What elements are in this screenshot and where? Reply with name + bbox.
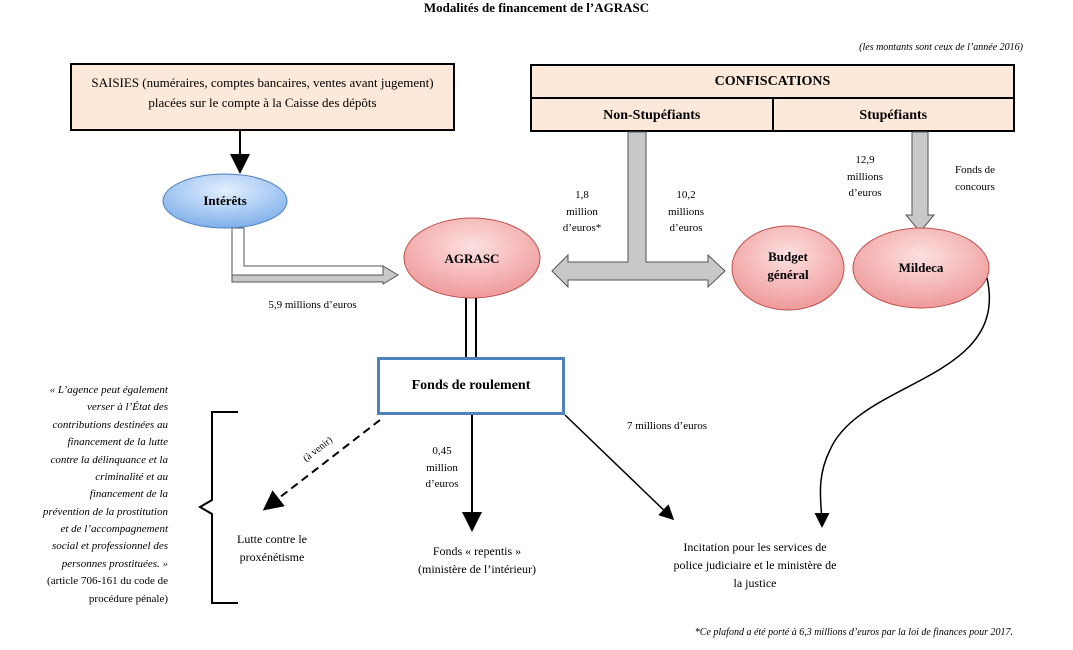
quote-line: social et professionnel des bbox=[52, 540, 168, 553]
amount-line: 12,9 bbox=[855, 154, 875, 166]
amount-line: million bbox=[426, 461, 458, 474]
quote-line: personnes prostituées. » bbox=[61, 557, 168, 570]
quote-line: financement de la bbox=[89, 488, 168, 501]
arrow-non-stup-split bbox=[551, 131, 726, 289]
budget-label: Budget général bbox=[732, 248, 844, 284]
non-stupefiants-cell: Non-Stupéfiants bbox=[532, 99, 774, 132]
quote-line: criminalité et au bbox=[95, 470, 168, 483]
quote-line: verser à l’État des bbox=[87, 401, 168, 414]
amount-line: 10,2 bbox=[676, 189, 696, 201]
label-line: concours bbox=[955, 180, 995, 193]
label-line: Incitation pour les services de bbox=[683, 540, 827, 554]
agrasc-label: AGRASC bbox=[444, 251, 500, 266]
amount-repentis: 0,45 million d’euros bbox=[410, 443, 474, 493]
amount-mildeca: 12,9 millions d’euros bbox=[835, 152, 895, 202]
fonds-concours-label: Fonds de concours bbox=[942, 162, 1008, 195]
amount-interets: 5,9 millions d’euros bbox=[268, 299, 357, 311]
interets-node bbox=[162, 173, 288, 229]
agrasc-node bbox=[403, 217, 541, 299]
dest-repentis: Fonds « repentis » (ministère de l’intér… bbox=[392, 542, 562, 578]
dest-proxenetisme: Lutte contre le proxénétisme bbox=[222, 530, 322, 566]
label-line: Lutte contre le bbox=[237, 532, 307, 546]
stupefiants-cell: Stupéfiants bbox=[859, 108, 928, 123]
arrow-incitation bbox=[564, 414, 675, 521]
amount-agrasc: 1,8 million d’euros* bbox=[556, 187, 608, 237]
amount-line: million bbox=[566, 205, 598, 218]
label-line: police judiciaire et le ministère de bbox=[673, 558, 837, 572]
diagram-title: Modalités de financement de l’AGRASC bbox=[423, 0, 650, 15]
label-line: (ministère de l’intérieur) bbox=[418, 562, 536, 576]
quote-line: contre la délinquance et la bbox=[50, 453, 168, 466]
mildeca-node bbox=[852, 227, 990, 309]
quote-line: contributions destinées au bbox=[52, 418, 169, 431]
amount-line: d’euros bbox=[848, 187, 882, 199]
legal-quote: « L’agence peut également verser à l’Éta… bbox=[4, 382, 168, 608]
budget-node bbox=[731, 225, 845, 311]
arrow-interets-agrasc bbox=[231, 228, 399, 285]
quote-brace bbox=[198, 411, 238, 604]
quote-line: procédure pénale) bbox=[88, 592, 168, 605]
dest-incitation: Incitation pour les services de police j… bbox=[640, 538, 870, 592]
quote-line: financement de la lutte bbox=[67, 436, 169, 449]
budget-line-1: Budget bbox=[768, 249, 808, 264]
amount-budget: 10,2 millions d’euros bbox=[655, 187, 717, 237]
amount-line: 1,8 bbox=[575, 189, 589, 201]
quote-line: prévention de la prostitution bbox=[42, 505, 168, 518]
amount-line: d’euros bbox=[669, 222, 703, 234]
year-note: (les montants sont ceux de l’année 2016) bbox=[859, 42, 1023, 53]
amount-line: millions bbox=[667, 205, 705, 218]
arrow-proxenetisme bbox=[262, 419, 381, 511]
amount-line: d’euros bbox=[425, 478, 459, 490]
confiscations-header: CONFISCATIONS bbox=[532, 66, 1013, 99]
footnote: *Ce plafond a été porté à 6,3 millions d… bbox=[694, 627, 1013, 638]
quote-line: (article 706-161 du code de bbox=[47, 575, 168, 588]
arrow-mildeca-incitation bbox=[814, 277, 990, 528]
arrow-stup-mildeca bbox=[904, 131, 936, 233]
seizures-box: SAISIES (numéraires, comptes bancaires, … bbox=[70, 63, 455, 131]
amount-line: d’euros* bbox=[562, 222, 602, 234]
label-line: proxénétisme bbox=[239, 550, 305, 564]
interets-label: Intérêts bbox=[203, 193, 247, 208]
confiscations-box: CONFISCATIONS Non-Stupéfiants Stupéfiant… bbox=[530, 64, 1015, 132]
fonds-roulement-box: Fonds de roulement bbox=[377, 357, 565, 415]
amount-line: 0,45 bbox=[432, 445, 452, 457]
budget-line-2: général bbox=[767, 267, 809, 283]
amount-line: millions bbox=[846, 170, 884, 183]
mildeca-label: Mildeca bbox=[898, 260, 944, 275]
quote-line: et de l’accompagnement bbox=[60, 523, 168, 535]
label-line: Fonds « repentis » bbox=[432, 544, 522, 558]
label-line: Fonds de bbox=[954, 164, 996, 176]
quote-line: « L’agence peut également bbox=[49, 384, 168, 396]
amount-incitation: 7 millions d’euros bbox=[626, 420, 708, 432]
label-line: la justice bbox=[733, 576, 777, 590]
